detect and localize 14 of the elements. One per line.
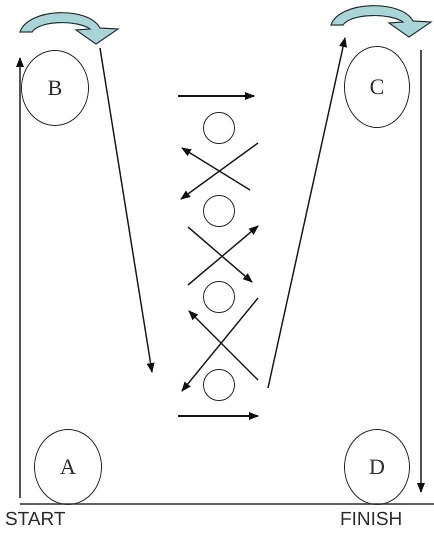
station-circle [344, 46, 410, 128]
station-letter: B [48, 75, 62, 101]
position-label: FINISH [340, 509, 402, 531]
cone-circle [203, 369, 235, 401]
station-letter: D [369, 454, 385, 480]
cone-circle [203, 112, 235, 144]
station-letter: A [60, 454, 76, 480]
station-letter: C [370, 74, 384, 100]
station-circle [34, 429, 102, 505]
position-label: START [5, 509, 66, 531]
station-circle [344, 429, 410, 505]
station-circle [21, 50, 89, 126]
cone-circle [203, 281, 235, 313]
cone-circle [203, 195, 235, 227]
